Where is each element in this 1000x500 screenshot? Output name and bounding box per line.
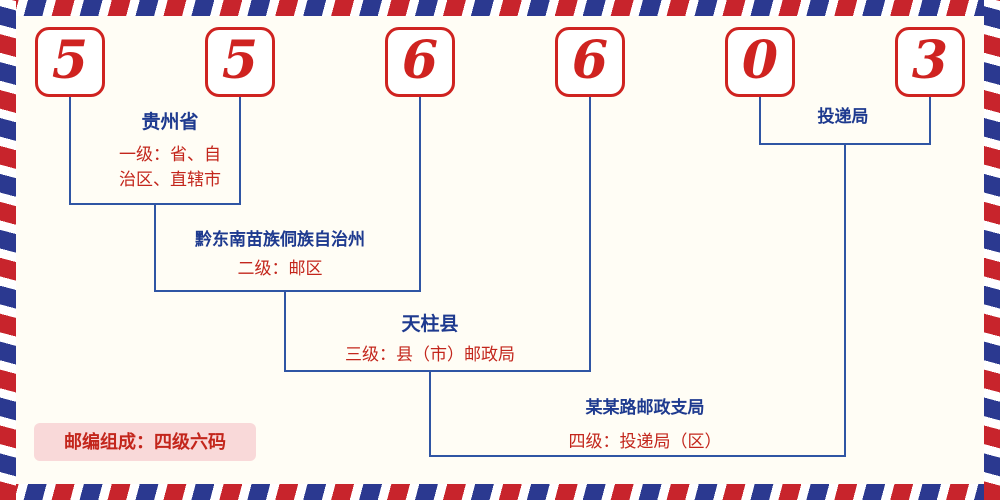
airmail-border-right [984, 0, 1000, 500]
connector-line-level3-drop [429, 372, 431, 457]
connector-line-level1-drop [154, 205, 156, 292]
level3-desc: 三级：县（市）邮政局 [345, 345, 515, 364]
digit-box-5: 0 [725, 27, 795, 97]
connector-line-digit1-down [69, 97, 71, 205]
level2-label-group: 黔东南苗族侗族自治州 二级：邮区 [155, 230, 405, 281]
digit-box-3: 6 [385, 27, 455, 97]
connector-line-level2-drop [284, 292, 286, 372]
connector-line-digit4-down [589, 97, 591, 372]
level2-desc: 二级：邮区 [237, 259, 323, 278]
digit-3: 6 [401, 30, 439, 91]
airmail-border-bottom [0, 484, 1000, 500]
connector-line-level1-bracket [69, 203, 241, 205]
digit-6: 3 [911, 30, 949, 91]
delivery-label-group: 投递局 [791, 107, 895, 127]
connector-line-digit2-down [239, 97, 241, 205]
connector-line-digit5-down [759, 97, 761, 145]
digit-5: 0 [741, 30, 779, 91]
level1-name: 贵州省 [141, 112, 199, 133]
digit-2: 5 [221, 30, 259, 91]
level2-name: 黔东南苗族侗族自治州 [195, 230, 365, 249]
connector-line-level3-bracket [284, 370, 591, 372]
level1-label-group: 贵州省 一级：省、自 治区、直辖市 [105, 112, 235, 192]
digit-box-6: 3 [895, 27, 965, 97]
level1-desc-line2: 治区、直辖市 [119, 170, 221, 189]
digit-1: 5 [51, 30, 89, 91]
digit-4: 6 [571, 30, 609, 91]
airmail-border-left [0, 0, 16, 500]
level4-desc: 四级：投递局（区） [568, 432, 722, 451]
connector-line-level2-bracket [154, 290, 421, 292]
postal-code-composition-badge: 邮编组成：四级六码 [34, 423, 256, 461]
level3-name: 天柱县 [401, 314, 459, 335]
connector-line-delivery-drop [844, 145, 846, 457]
connector-line-digit3-down [419, 97, 421, 292]
level1-desc-line1: 一级：省、自 [119, 145, 221, 164]
airmail-border-top [0, 0, 1000, 16]
connector-line-level4-bracket [429, 455, 846, 457]
digit-box-2: 5 [205, 27, 275, 97]
level4-name: 某某路邮政支局 [585, 398, 705, 417]
digit-box-4: 6 [555, 27, 625, 97]
level3-label-group: 天柱县 三级：县（市）邮政局 [330, 314, 530, 367]
connector-line-digit6-down [929, 97, 931, 145]
digit-box-1: 5 [35, 27, 105, 97]
connector-line-delivery-bracket [759, 143, 931, 145]
level4-label-group: 某某路邮政支局 四级：投递局（区） [520, 398, 770, 454]
delivery-name: 投递局 [817, 107, 869, 126]
